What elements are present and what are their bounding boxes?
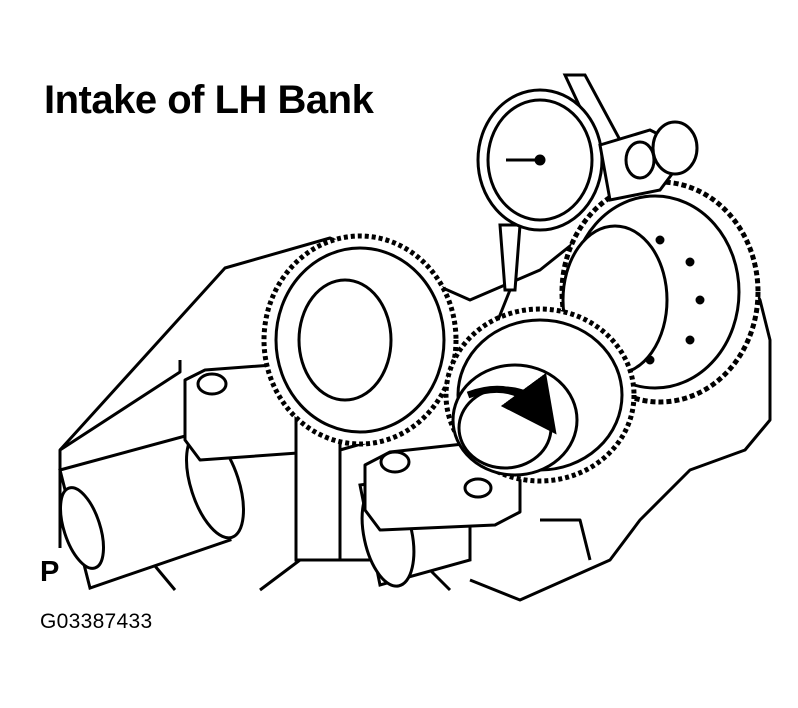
rotation-arrow-icon bbox=[466, 372, 557, 435]
dial-gauge-icon bbox=[476, 73, 699, 321]
figure-code: G03387433 bbox=[40, 610, 153, 633]
figure-title: Intake of LH Bank bbox=[44, 78, 374, 122]
driven-gear-icon bbox=[261, 233, 459, 447]
large-gear-icon bbox=[559, 179, 761, 405]
corner-label: P bbox=[40, 556, 60, 588]
